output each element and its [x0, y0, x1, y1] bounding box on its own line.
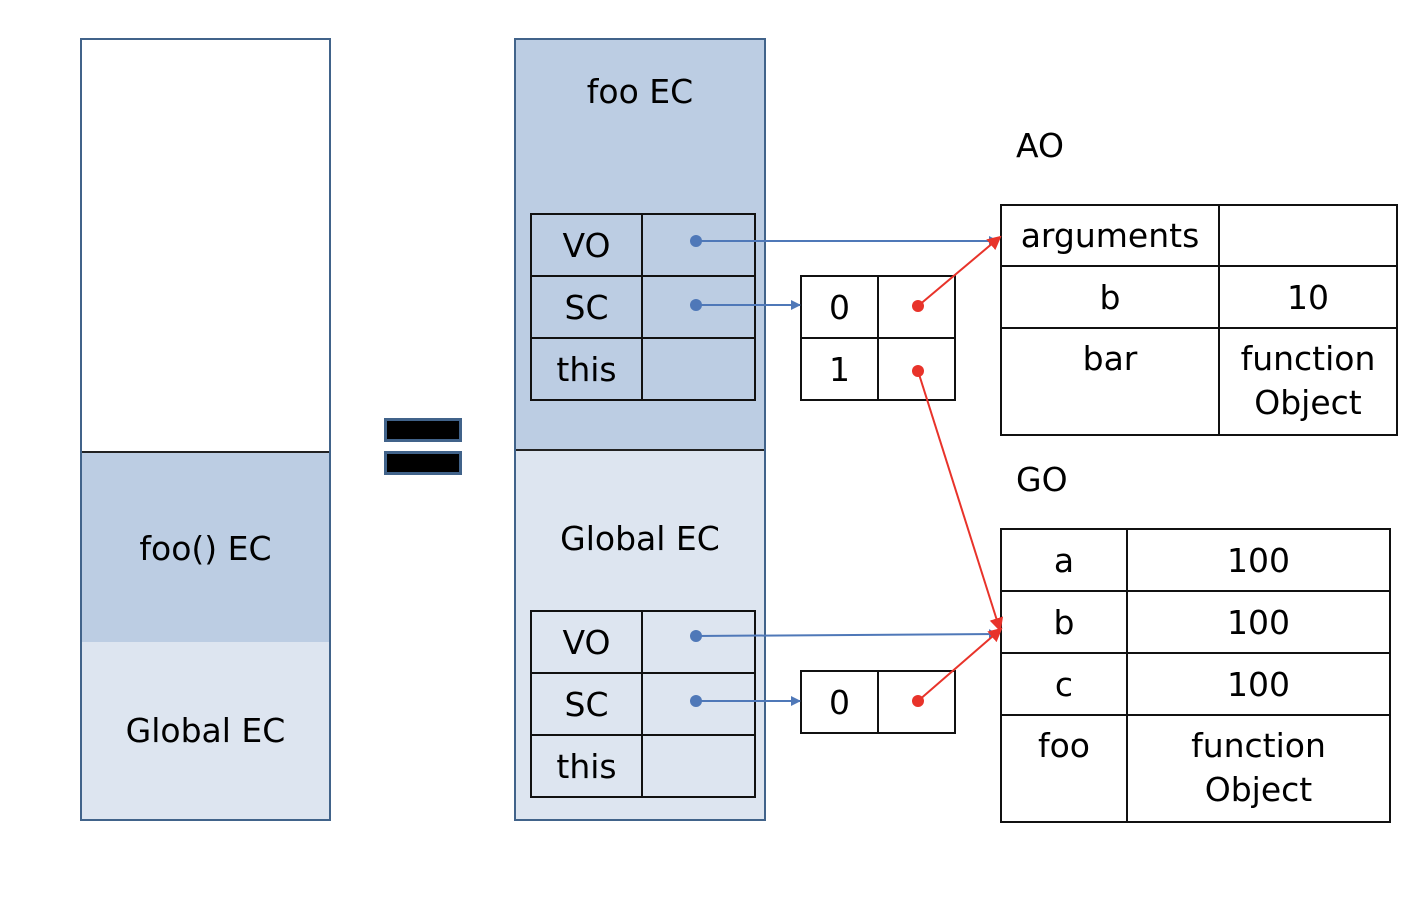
- foo-ec-this-label: this: [530, 337, 643, 401]
- foo-ec-frame: foo EC VO SC this: [516, 40, 764, 449]
- foo-ec-table: VO SC this: [530, 213, 756, 401]
- foo-scope-index-0: 0: [800, 275, 879, 339]
- global-ec-vo-pointer: [641, 610, 756, 674]
- call-stack-foo-ec: foo() EC: [82, 451, 329, 646]
- foo-scope-1-to-go-arrow: [912, 365, 1004, 632]
- foo-scope-0-to-ao-arrow: [912, 235, 1002, 312]
- foo-ec-vo-label: VO: [530, 213, 643, 277]
- foo-scope-chain: 0 1: [800, 275, 956, 401]
- global-vo-arrow: [690, 629, 999, 642]
- equals-sign-bottom-bar: [384, 451, 462, 475]
- ao-value-arguments: [1218, 204, 1398, 267]
- call-stack-global-ec: Global EC: [82, 642, 329, 819]
- foo-scope-1-dot: [912, 365, 924, 377]
- global-sc-arrow: [690, 695, 801, 707]
- go-key-a: a: [1000, 528, 1128, 592]
- call-stack: foo() EC Global EC: [80, 38, 331, 821]
- global-ec-vo-label: VO: [530, 610, 643, 674]
- go-key-foo: foo: [1000, 714, 1128, 823]
- global-ec-title: Global EC: [560, 519, 720, 558]
- ao-key-bar: bar: [1000, 327, 1220, 436]
- go-value-foo: function Object: [1126, 714, 1391, 823]
- ao-value-bar: function Object: [1218, 327, 1398, 436]
- global-scope-0-dot: [912, 695, 924, 707]
- foo-vo-arrow: [690, 235, 999, 247]
- foo-ec-title: foo EC: [586, 72, 694, 111]
- go-value-b: 100: [1126, 590, 1391, 654]
- global-ec-table: VO SC this: [530, 610, 756, 798]
- ec-stack: foo EC VO SC this Global EC VO SC this: [514, 38, 766, 821]
- go-key-b: b: [1000, 590, 1128, 654]
- go-key-c: c: [1000, 652, 1128, 716]
- foo-ec-this-value: [641, 337, 756, 401]
- foo-scope-0-dot: [912, 300, 924, 312]
- ao-value-b: 10: [1218, 265, 1398, 329]
- global-scope-0-to-go-arrow: [912, 627, 1003, 707]
- global-ec-frame: Global EC VO SC this: [516, 449, 764, 819]
- global-vo-pointer-dot: [690, 630, 702, 642]
- ao-key-b: b: [1000, 265, 1220, 329]
- global-scope-chain: 0: [800, 670, 956, 734]
- ao-title: AO: [1016, 126, 1064, 165]
- equals-sign-top-bar: [384, 418, 462, 442]
- global-scope-index-0: 0: [800, 670, 879, 734]
- ao-key-arguments: arguments: [1000, 204, 1220, 267]
- foo-sc-arrow: [690, 299, 801, 311]
- foo-sc-pointer-dot: [690, 299, 702, 311]
- foo-scope-index-1: 1: [800, 337, 879, 401]
- global-ec-this-label: this: [530, 734, 643, 798]
- foo-ec-sc-label: SC: [530, 275, 643, 339]
- global-ec-sc-label: SC: [530, 672, 643, 736]
- foo-vo-pointer-dot: [690, 235, 702, 247]
- global-ec-this-value: [641, 734, 756, 798]
- go-value-c: 100: [1126, 652, 1391, 716]
- go-value-a: 100: [1126, 528, 1391, 592]
- global-sc-pointer-dot: [690, 695, 702, 707]
- go-title: GO: [1016, 460, 1068, 499]
